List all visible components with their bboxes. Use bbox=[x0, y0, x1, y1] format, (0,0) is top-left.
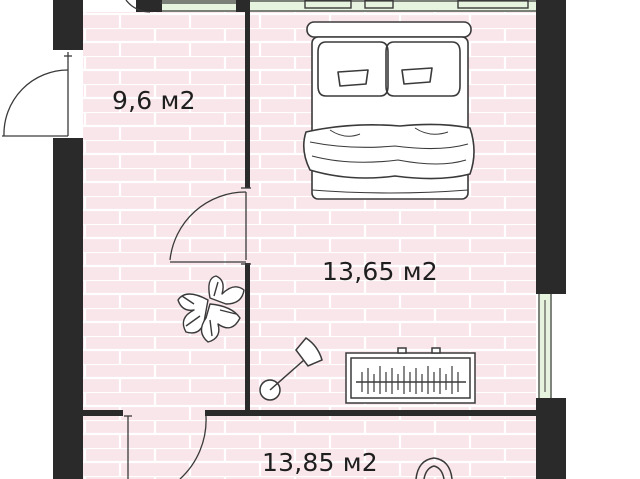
wall-horizontal-right bbox=[205, 410, 536, 416]
wall-left-top bbox=[53, 0, 83, 50]
floor-living bbox=[83, 414, 536, 479]
door-icon bbox=[2, 52, 72, 137]
door-icon bbox=[169, 187, 251, 265]
floor-hall bbox=[83, 12, 249, 414]
bed-icon bbox=[302, 21, 475, 200]
area-label-hall: 9,6 м2 bbox=[112, 86, 196, 115]
wall-right-bottom bbox=[536, 398, 566, 479]
wall-horizontal-left bbox=[83, 410, 123, 416]
door-icon bbox=[125, 0, 236, 13]
wall-left-middle bbox=[53, 138, 83, 479]
wall-right-top bbox=[536, 0, 566, 294]
window-icon bbox=[160, 0, 538, 12]
dresser-icon bbox=[345, 347, 476, 404]
door-icon bbox=[124, 415, 207, 479]
wall-interior-upper bbox=[245, 12, 250, 188]
window-icon bbox=[538, 294, 552, 398]
chair-icon bbox=[415, 457, 453, 479]
wall-interior-lower bbox=[245, 263, 250, 414]
plant-icon bbox=[177, 275, 245, 343]
floor-lamp-icon bbox=[259, 337, 323, 401]
wall-top-mid bbox=[236, 0, 250, 12]
wall-top-left bbox=[136, 0, 162, 12]
area-label-living: 13,85 м2 bbox=[262, 448, 378, 477]
area-label-bedroom: 13,65 м2 bbox=[322, 257, 438, 286]
